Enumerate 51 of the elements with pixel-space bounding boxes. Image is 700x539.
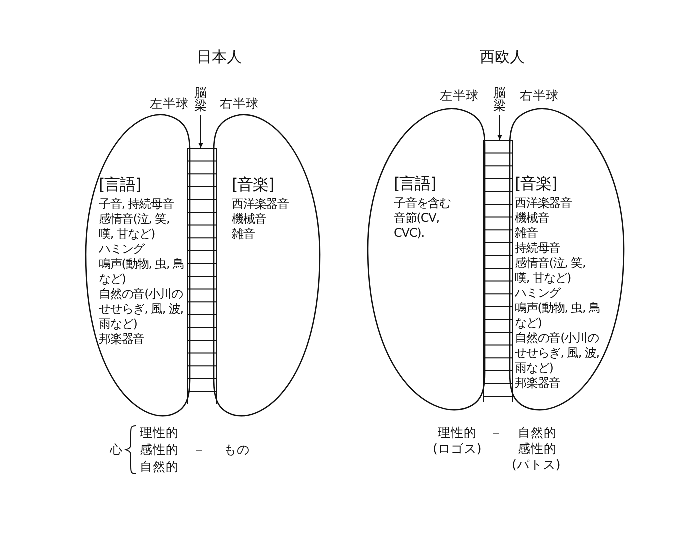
sound-item: 鳴声(動物, 虫, 鳥など) xyxy=(515,301,602,331)
label: もの xyxy=(224,442,250,457)
label: (ロゴス) xyxy=(433,441,482,456)
arrow xyxy=(198,114,204,148)
label: 心 xyxy=(110,442,123,457)
sound-item: 鳴声(動物, 虫, 鳥など) xyxy=(99,257,185,287)
sound-item: 雑音 xyxy=(515,226,539,241)
label: 理性的 xyxy=(438,425,477,440)
vertical-label: 脳梁 xyxy=(493,86,507,112)
label: 理性的 xyxy=(140,425,179,440)
sound-item: 持続母音 xyxy=(515,241,562,256)
panel-title: 日本人 xyxy=(197,50,242,65)
sound-item: 感情音(泣, 笑, 嘆, 甘など) xyxy=(99,212,171,242)
label: 右半球 xyxy=(520,88,559,103)
sound-item: 西洋楽器音 xyxy=(232,197,290,212)
label: － xyxy=(490,425,503,440)
label: (パトス) xyxy=(512,457,561,472)
ladder-bar xyxy=(187,148,217,404)
sound-item: 自然の音(小川のせせらぎ, 風, 波, 雨など) xyxy=(99,287,184,332)
section-heading: [言語] xyxy=(99,175,142,195)
hemisphere xyxy=(86,112,190,418)
sound-item: 子音, 持続母音 xyxy=(99,197,175,212)
sound-item: 機械音 xyxy=(515,211,550,226)
hemisphere xyxy=(214,112,320,418)
sound-item: ハミング xyxy=(515,286,562,301)
ladder-bar xyxy=(483,140,513,402)
hemisphere xyxy=(368,106,485,412)
sound-item: ハミング xyxy=(99,242,146,257)
label: 右半球 xyxy=(220,96,259,111)
section-heading: [言語] xyxy=(394,174,438,194)
sound-item: 雑音 xyxy=(232,227,256,242)
section-heading: [音楽] xyxy=(515,174,558,194)
label: 左半球 xyxy=(440,88,479,103)
sound-item: 邦楽器音 xyxy=(515,376,562,391)
label: 自然的 xyxy=(140,459,179,474)
section-heading: [音楽] xyxy=(232,175,276,195)
arrow xyxy=(498,114,502,140)
vertical-label: 脳梁 xyxy=(194,86,208,112)
label: 感性的 xyxy=(140,442,179,457)
label: 自然的 xyxy=(518,425,557,440)
sound-item: 子音を含む音節(CV, CVC). xyxy=(394,196,452,241)
label: 感性的 xyxy=(518,441,557,456)
label: 左半球 xyxy=(150,96,189,111)
sound-item: 邦楽器音 xyxy=(99,332,146,347)
sound-item: 感情音(泣, 笑, 嘆, 甘など) xyxy=(515,256,587,286)
label: － xyxy=(193,442,206,457)
panel-title: 西欧人 xyxy=(480,50,525,65)
sound-item: 自然の音(小川のせせらぎ, 風, 波, 雨など) xyxy=(515,331,600,376)
sound-item: 機械音 xyxy=(232,212,268,227)
hemisphere xyxy=(510,106,624,412)
sound-item: 西洋楽器音 xyxy=(515,196,574,211)
